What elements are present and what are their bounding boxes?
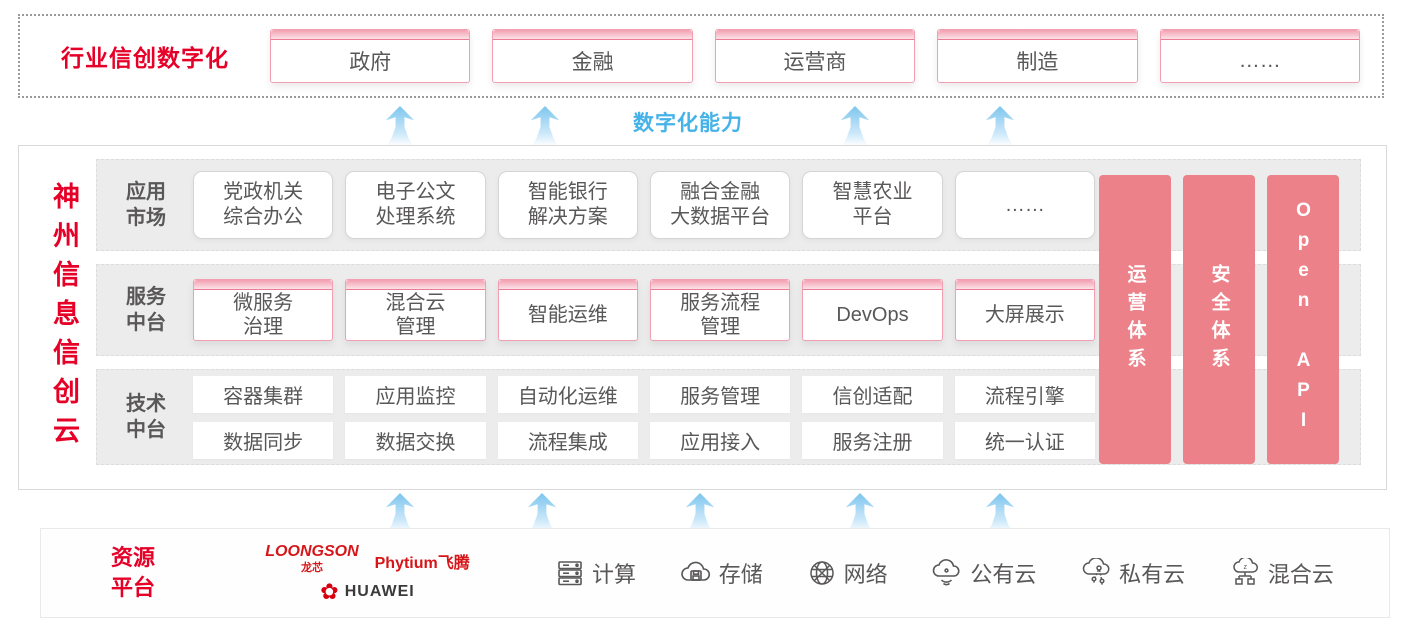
phytium-logo: Phytium飞腾 xyxy=(374,555,470,572)
app-market-box[interactable]: 智能银行 解决方案 xyxy=(497,171,638,239)
resource-item-label: 存储 xyxy=(718,562,763,587)
tech-platform-items-bottom: 数据同步数据交换流程集成应用接入服务注册统一认证 xyxy=(193,421,1095,459)
up-arrow-icon xyxy=(845,493,875,533)
resource-item-label: 计算 xyxy=(592,562,637,587)
loongson-cn-label: 龙芯 xyxy=(300,562,323,574)
pillar-operation-system[interactable]: 运营体系 xyxy=(1099,175,1171,464)
up-arrow-icon xyxy=(530,106,560,146)
resource-item-label: 网络 xyxy=(843,562,888,587)
service-platform-box[interactable]: 大屏展示 xyxy=(954,279,1095,341)
up-arrow-icon xyxy=(385,493,415,533)
industry-sector-box[interactable]: …… xyxy=(1159,29,1360,83)
huawei-logo: ✿ HUAWEI xyxy=(320,581,414,603)
xinchuang-cloud-container: 神州信息信创云 应用 市场 党政机关 综合办公电子公文 处理系统智能银行 解决方… xyxy=(18,145,1387,490)
up-arrow-icon xyxy=(840,106,870,146)
capability-caption: 数字化能力 xyxy=(633,112,743,135)
tech-platform-box[interactable]: 容器集群 xyxy=(193,375,334,413)
up-arrow-icon xyxy=(527,493,557,533)
resource-item-label: 公有云 xyxy=(970,562,1037,587)
tech-platform-box[interactable]: 自动化运维 xyxy=(497,375,638,413)
tech-platform-items-top: 容器集群应用监控自动化运维服务管理信创适配流程引擎 xyxy=(193,375,1095,413)
up-arrow-icon xyxy=(985,106,1015,146)
tech-platform-box[interactable]: 流程集成 xyxy=(497,421,638,459)
loongson-logo: LOONGSON 龙芯 xyxy=(265,543,358,575)
loongson-wordmark: LOONGSON xyxy=(265,543,359,560)
resource-item-hybrid-cloud: z 混合云 xyxy=(1229,557,1334,589)
huawei-flower-icon: ✿ xyxy=(320,579,339,604)
chip-vendor-logos: LOONGSON 龙芯 Phytium飞腾 ✿ HUAWEI xyxy=(245,543,490,603)
up-arrow-icon xyxy=(685,493,715,533)
tech-platform-row: 技术 中台 容器集群应用监控自动化运维服务管理信创适配流程引擎 数据同步数据交换… xyxy=(96,369,1361,465)
service-platform-box[interactable]: DevOps xyxy=(802,279,943,341)
tech-platform-grids: 容器集群应用监控自动化运维服务管理信创适配流程引擎 数据同步数据交换流程集成应用… xyxy=(193,375,1095,459)
resource-item-list: 计算 存储 网络 xyxy=(555,557,1334,589)
tech-platform-box[interactable]: 应用接入 xyxy=(649,421,791,459)
industry-digitalization-band: 行业信创数字化 政府金融运营商制造 …… xyxy=(18,14,1384,98)
service-platform-box[interactable]: 智能运维 xyxy=(497,279,638,341)
resource-platform-label: 资源 平台 xyxy=(111,545,156,600)
tech-platform-box[interactable]: 应用监控 xyxy=(345,375,486,413)
pillar-security-system[interactable]: 安全体系 xyxy=(1183,175,1255,464)
network-globe-icon xyxy=(807,558,837,588)
tech-platform-box[interactable]: 数据交换 xyxy=(345,421,486,459)
huawei-wordmark: HUAWEI xyxy=(344,583,415,600)
tech-platform-box[interactable]: 服务管理 xyxy=(649,375,791,413)
app-market-items: 党政机关 综合办公电子公文 处理系统智能银行 解决方案融合金融 大数据平台智慧农… xyxy=(193,171,1095,239)
resource-item-network: 网络 xyxy=(807,557,888,589)
service-platform-label: 服务 中台 xyxy=(126,286,166,334)
service-platform-box[interactable]: 服务流程 管理 xyxy=(649,279,791,341)
pillar-open-api[interactable]: Open API xyxy=(1267,175,1339,464)
app-market-box[interactable]: 融合金融 大数据平台 xyxy=(649,171,791,239)
industry-sector-box[interactable]: 政府 xyxy=(270,29,471,83)
tech-platform-label: 技术 中台 xyxy=(126,393,166,441)
up-arrow-icon xyxy=(985,493,1015,533)
tech-platform-box[interactable]: 统一认证 xyxy=(954,421,1095,459)
industry-sector-box[interactable]: 金融 xyxy=(492,29,693,83)
resource-item-label: 私有云 xyxy=(1119,562,1186,587)
resource-item-private-cloud: 私有云 xyxy=(1080,557,1185,589)
tech-platform-box[interactable]: 流程引擎 xyxy=(954,375,1095,413)
storage-cloud-icon xyxy=(680,558,712,588)
svg-text:z: z xyxy=(1243,564,1247,571)
private-cloud-icon xyxy=(1080,558,1112,588)
tech-platform-box[interactable]: 服务注册 xyxy=(802,421,943,459)
tech-platform-box[interactable]: 信创适配 xyxy=(802,375,943,413)
app-market-box[interactable]: …… xyxy=(954,171,1095,239)
app-market-box[interactable]: 党政机关 综合办公 xyxy=(193,171,334,239)
app-market-label: 应用 市场 xyxy=(126,181,166,229)
resource-item-public-cloud: 公有云 xyxy=(931,557,1036,589)
resource-item-compute: 计算 xyxy=(555,557,636,589)
industry-sector-box[interactable]: 运营商 xyxy=(714,29,916,83)
industry-sector-list: 政府金融运营商制造 …… xyxy=(270,29,1360,83)
public-cloud-icon xyxy=(931,558,963,588)
app-market-box[interactable]: 电子公文 处理系统 xyxy=(345,171,486,239)
service-platform-box[interactable]: 微服务 治理 xyxy=(193,279,334,341)
platform-vertical-title: 神州信息信创云 xyxy=(49,181,79,455)
up-arrow-icon xyxy=(385,106,415,146)
hybrid-cloud-icon: z xyxy=(1229,558,1261,588)
resource-item-label: 混合云 xyxy=(1267,562,1334,587)
tech-platform-box[interactable]: 数据同步 xyxy=(193,421,334,459)
compute-server-icon xyxy=(555,558,585,588)
industry-sector-box[interactable]: 制造 xyxy=(937,29,1138,83)
resource-item-storage: 存储 xyxy=(680,557,763,589)
app-market-row: 应用 市场 党政机关 综合办公电子公文 处理系统智能银行 解决方案融合金融 大数… xyxy=(96,159,1361,251)
industry-band-title: 行业信创数字化 xyxy=(61,45,229,71)
resource-platform-panel: 资源 平台 LOONGSON 龙芯 Phytium飞腾 ✿ HUAWEI 计算 xyxy=(40,528,1390,618)
app-market-box[interactable]: 智慧农业 平台 xyxy=(802,171,943,239)
service-platform-box[interactable]: 混合云 管理 xyxy=(345,279,486,341)
